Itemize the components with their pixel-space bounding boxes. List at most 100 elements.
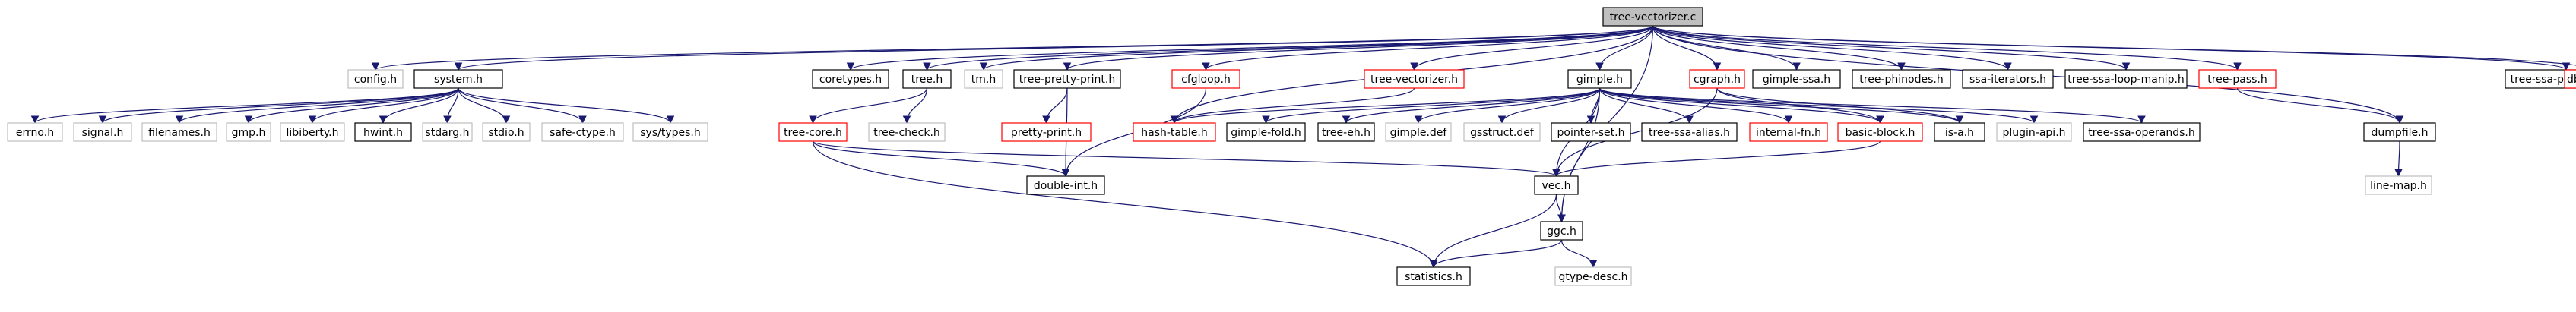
node-treephinodes[interactable]: tree-phinodes.h xyxy=(1852,69,1951,89)
node-label-treepass: tree-pass.h xyxy=(2207,74,2267,86)
node-box-doubleint xyxy=(1026,175,1105,195)
node-treecore[interactable]: tree-core.h xyxy=(778,122,848,142)
edge-root-to-tm xyxy=(979,25,1654,71)
node-dumpfile[interactable]: dumpfile.h xyxy=(2363,122,2436,142)
node-label-tm: tm.h xyxy=(971,74,996,86)
node-hashtable[interactable]: hash-table.h xyxy=(1133,122,1216,142)
node-box-ggc xyxy=(1540,221,1583,241)
node-treepp[interactable]: tree-pretty-print.h xyxy=(1013,69,1121,89)
node-coretypes[interactable]: coretypes.h xyxy=(812,69,889,89)
node-box-statistics xyxy=(1396,266,1471,286)
node-box-tm xyxy=(964,69,1003,89)
edge-root-to-treessaloop xyxy=(1652,25,2131,71)
edge-gimple-to-isa xyxy=(1599,87,1964,124)
node-ggc[interactable]: ggc.h xyxy=(1540,221,1583,241)
node-ssaiter[interactable]: ssa-iterators.h xyxy=(1962,69,2054,89)
node-pluginapi: plugin-api.h xyxy=(1996,122,2072,142)
edge-system-to-safectype xyxy=(458,87,587,124)
node-label-treessaop: tree-ssa-operands.h xyxy=(2088,127,2194,139)
node-gimplefold[interactable]: gimple-fold.h xyxy=(1226,122,1306,142)
node-hwint[interactable]: hwint.h xyxy=(354,122,412,142)
node-isa[interactable]: is-a.h xyxy=(1934,122,1985,142)
edge-ggc-to-statistics xyxy=(1429,239,1563,269)
node-statistics[interactable]: statistics.h xyxy=(1396,266,1471,286)
node-box-treepp xyxy=(1013,69,1121,89)
node-linemap: line-map.h xyxy=(2365,175,2432,195)
node-vec[interactable]: vec.h xyxy=(1534,175,1579,195)
edge-system-to-signal xyxy=(98,87,459,124)
edge-root-to-treepass xyxy=(1652,25,2242,71)
edge-root-to-treevect xyxy=(1410,25,1654,71)
edge-gimple-to-ggc xyxy=(1557,87,1601,223)
node-stdio: stdio.h xyxy=(482,122,531,142)
node-treessaloop[interactable]: tree-ssa-loop-manip.h xyxy=(2064,69,2188,89)
node-treepass[interactable]: tree-pass.h xyxy=(2198,69,2277,89)
node-box-tree xyxy=(902,69,952,89)
node-box-gtypedesc xyxy=(1554,266,1632,286)
node-cfgloop[interactable]: cfgloop.h xyxy=(1171,69,1240,89)
node-gimplessa[interactable]: gimple-ssa.h xyxy=(1752,69,1841,89)
node-box-libiberty xyxy=(280,122,345,142)
node-label-treephinodes: tree-phinodes.h xyxy=(1859,74,1943,86)
node-root[interactable]: tree-vectorizer.c xyxy=(1602,7,1703,27)
node-label-treepp: tree-pretty-print.h xyxy=(1019,74,1115,86)
node-box-cgraph xyxy=(1689,69,1745,89)
node-box-treecheck xyxy=(868,122,946,142)
edge-cgraph-to-vec xyxy=(1552,87,1718,178)
node-gimpledef: gimple.def xyxy=(1385,122,1452,142)
node-box-signal xyxy=(73,122,132,142)
node-box-filenames xyxy=(141,122,217,142)
node-cgraph[interactable]: cgraph.h xyxy=(1689,69,1745,89)
node-box-treeeh xyxy=(1317,122,1375,142)
node-box-hwint xyxy=(354,122,412,142)
node-label-stdarg: stdarg.h xyxy=(426,127,470,139)
node-label-gimpledef: gimple.def xyxy=(1390,127,1448,139)
node-treevect[interactable]: tree-vectorizer.h xyxy=(1364,69,1465,89)
edge-gimple-to-gsstruct xyxy=(1497,87,1601,124)
node-config: config.h xyxy=(347,69,404,89)
node-box-dbgcnt xyxy=(2564,69,2576,89)
node-gtypedesc: gtype-desc.h xyxy=(1554,266,1632,286)
edge-system-to-errno xyxy=(30,87,459,124)
node-treessaalias[interactable]: tree-ssa-alias.h xyxy=(1641,122,1738,142)
edge-root-to-cgraph xyxy=(1652,25,1722,71)
node-label-stdio: stdio.h xyxy=(488,127,524,139)
node-label-gmp: gmp.h xyxy=(232,127,266,139)
edge-cgraph-to-basicblock xyxy=(1716,87,1884,124)
node-box-errno xyxy=(7,122,63,142)
node-treessaop[interactable]: tree-ssa-operands.h xyxy=(2083,122,2201,142)
node-box-treepass xyxy=(2198,69,2277,89)
node-label-treevect: tree-vectorizer.h xyxy=(1370,74,1458,86)
edge-ggc-to-gtypedesc xyxy=(1560,239,1598,269)
node-box-treevect xyxy=(1364,69,1465,89)
node-treeeh[interactable]: tree-eh.h xyxy=(1317,122,1375,142)
node-tree[interactable]: tree.h xyxy=(902,69,952,89)
node-system[interactable]: system.h xyxy=(413,69,503,89)
node-label-signal: signal.h xyxy=(82,127,124,139)
edge-basicblock-to-vec xyxy=(1552,140,1881,178)
node-label-prettyprint: pretty-print.h xyxy=(1011,127,1082,139)
edge-system-to-systypes xyxy=(458,87,675,124)
edge-treepp-to-prettyprint xyxy=(1042,87,1068,124)
edge-treecore-to-vec xyxy=(812,140,1560,178)
node-basicblock[interactable]: basic-block.h xyxy=(1837,122,1923,142)
node-dbgcnt[interactable]: dbgcnt.h xyxy=(2564,69,2576,89)
edge-treevect-to-hashtable xyxy=(1170,87,1415,124)
node-internalfn[interactable]: internal-fn.h xyxy=(1749,122,1828,142)
node-label-treessaalias: tree-ssa-alias.h xyxy=(1649,127,1730,139)
node-label-root: tree-vectorizer.c xyxy=(1610,11,1697,24)
edge-treecore-to-doubleint xyxy=(812,140,1070,178)
node-label-doubleint: double-int.h xyxy=(1034,180,1098,192)
node-safectype: safe-ctype.h xyxy=(541,122,624,142)
node-doubleint[interactable]: double-int.h xyxy=(1026,175,1105,195)
node-label-treecore: tree-core.h xyxy=(784,127,842,139)
edge-system-to-hwint xyxy=(379,87,459,124)
node-pointerset[interactable]: pointer-set.h xyxy=(1551,122,1631,142)
node-gsstruct: gsstruct.def xyxy=(1463,122,1541,142)
node-prettyprint[interactable]: pretty-print.h xyxy=(1001,122,1092,142)
node-box-vec xyxy=(1534,175,1579,195)
node-box-root xyxy=(1602,7,1703,27)
node-label-cgraph: cgraph.h xyxy=(1694,74,1741,86)
node-gimple[interactable]: gimple.h xyxy=(1567,69,1632,89)
edge-system-to-filenames xyxy=(175,87,459,124)
